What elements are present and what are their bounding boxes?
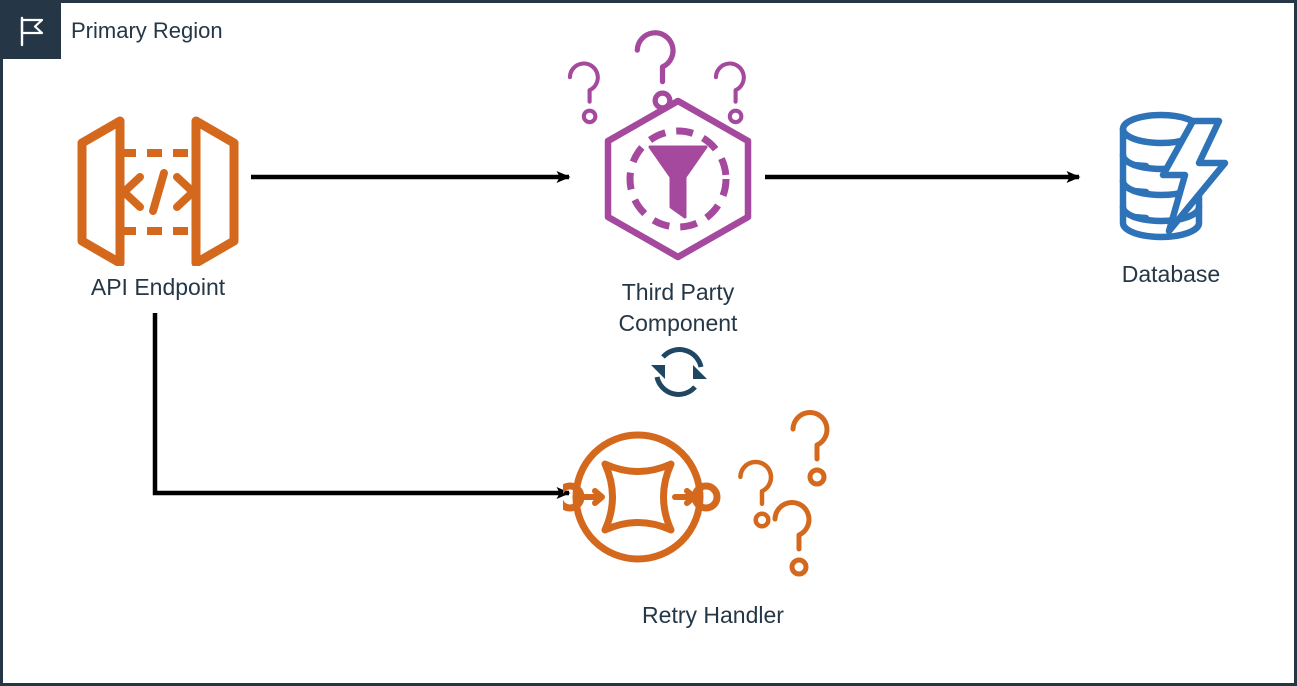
node-label-database: Database — [1121, 261, 1221, 287]
question-marks-decoration — [567, 30, 746, 125]
retry-circle-icon — [555, 399, 863, 594]
node-label-api-endpoint: API Endpoint — [90, 274, 226, 300]
region-title: Primary Region — [71, 18, 223, 43]
node-third-party-component[interactable]: Third Party Component — [543, 21, 813, 339]
node-label-retry-handler: Retry Handler — [642, 602, 784, 628]
database-lightning-icon — [1101, 103, 1241, 253]
question-marks-decoration — [738, 410, 830, 577]
hexagon-funnel-icon — [543, 21, 813, 271]
node-database[interactable]: Database — [1081, 103, 1261, 290]
node-api-endpoint[interactable]: API Endpoint — [45, 91, 271, 303]
flag-icon — [20, 16, 44, 47]
refresh-loop-icon — [643, 341, 715, 401]
node-label-third-party-component: Third Party Component — [618, 279, 738, 337]
api-gateway-icon — [68, 91, 248, 268]
connector-api-to-retry — [152, 313, 571, 499]
node-retry-handler[interactable]: Retry Handler — [555, 399, 863, 631]
region-badge — [3, 3, 61, 59]
